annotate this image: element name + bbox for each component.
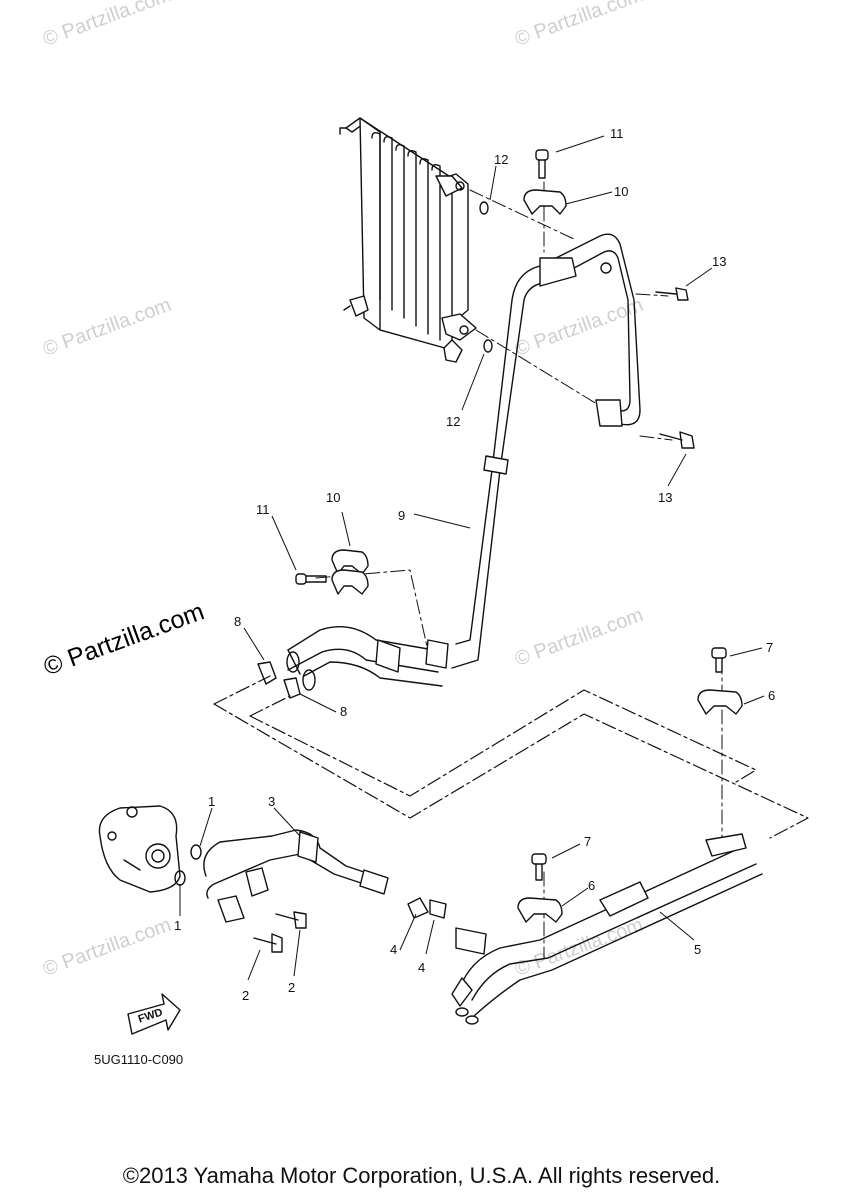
oil-cooler <box>339 117 477 363</box>
callout-8: 8 <box>234 614 242 629</box>
callout-2: 2 <box>242 988 250 1003</box>
copyright-notice: ©2013 Yamaha Motor Corporation, U.S.A. A… <box>122 1163 721 1188</box>
callout-13: 13 <box>712 254 727 269</box>
callout-2: 2 <box>288 980 296 995</box>
callout-8: 8 <box>340 704 348 719</box>
callout-11: 11 <box>610 126 624 141</box>
callout-4: 4 <box>418 960 426 975</box>
callout-5: 5 <box>694 942 702 957</box>
callout-1: 1 <box>208 794 216 809</box>
callout-9: 9 <box>398 508 406 523</box>
callout-6: 6 <box>588 878 596 893</box>
callout-6: 6 <box>768 688 776 703</box>
callout-11: 11 <box>256 502 270 517</box>
callout-12: 12 <box>494 152 509 167</box>
callout-1: 1 <box>174 918 182 933</box>
callout-4: 4 <box>390 942 398 957</box>
callout-3: 3 <box>268 794 276 809</box>
oil-pump <box>98 805 181 893</box>
callout-12: 12 <box>446 414 461 429</box>
callout-7: 7 <box>766 640 774 655</box>
callout-7: 7 <box>584 834 592 849</box>
oil-pipe-3 <box>203 829 389 923</box>
diagram-code: 5UG1110-C090 <box>94 1052 184 1067</box>
callout-10: 10 <box>326 490 341 505</box>
callout-10: 10 <box>614 184 629 199</box>
oil-pipe-5 <box>451 833 763 1025</box>
oil-pipe-9 <box>451 233 641 669</box>
callout-13: 13 <box>658 490 673 505</box>
